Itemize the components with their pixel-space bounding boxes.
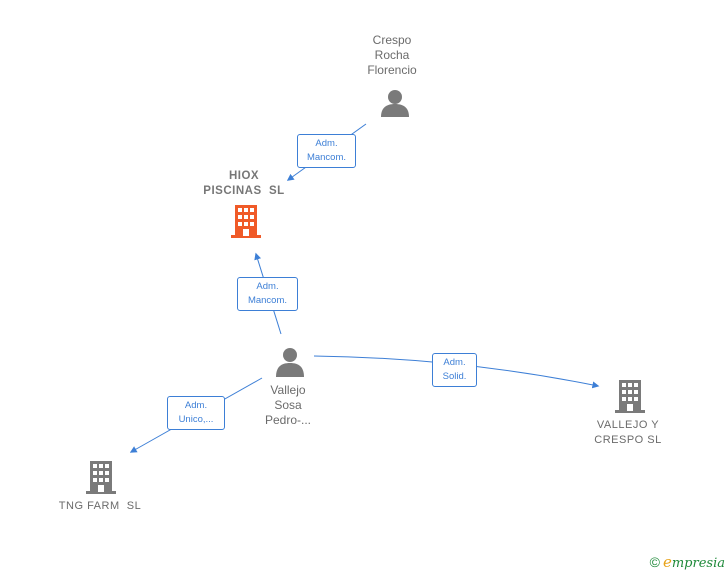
relation-line: Mancom. — [247, 295, 288, 306]
label-line: Crespo — [372, 33, 412, 47]
label-line: Rocha — [374, 48, 410, 62]
person-label-crespo[interactable]: Crespo Rocha Florencio — [352, 33, 432, 78]
building-icon[interactable] — [231, 205, 261, 238]
copyright-symbol: © — [649, 554, 660, 570]
label-line: VALLEJO Y — [596, 419, 660, 431]
relation-badge-vallejo-vallejoycrespo[interactable]: Adm. Solid. — [432, 353, 477, 387]
relation-badge-crespo-hiox[interactable]: Adm. Mancom. — [297, 134, 356, 168]
company-label-hiox[interactable]: HIOX PISCINAS SL — [186, 169, 302, 199]
relation-badge-vallejo-hiox[interactable]: Adm. Mancom. — [237, 277, 298, 311]
person-icon[interactable] — [276, 348, 304, 377]
label-line: CRESPO SL — [594, 434, 662, 446]
relation-line: Unico,... — [178, 414, 214, 425]
brand-logo: ©empresia — [650, 553, 725, 571]
company-label-tng-farm[interactable]: TNG FARM SL — [46, 499, 154, 514]
brand-name: mpresia — [671, 556, 725, 571]
label-line: Florencio — [367, 63, 417, 77]
label-line: TNG FARM SL — [58, 500, 142, 512]
relation-line: Adm. — [256, 281, 279, 292]
person-label-vallejo[interactable]: Vallejo Sosa Pedro-... — [248, 383, 328, 428]
building-icon[interactable] — [86, 461, 116, 494]
label-line: HIOX — [228, 170, 260, 182]
building-icon[interactable] — [615, 380, 645, 413]
label-line: PISCINAS SL — [203, 185, 285, 197]
relation-line: Mancom. — [306, 152, 347, 163]
relation-line: Solid. — [442, 371, 467, 382]
relation-line: Adm. — [443, 357, 466, 368]
label-line: Pedro-... — [264, 413, 312, 427]
label-line: Vallejo — [270, 383, 306, 397]
label-line: Sosa — [274, 398, 302, 412]
brand-initial: e — [662, 553, 672, 571]
company-label-vallejo-y-crespo[interactable]: VALLEJO Y CRESPO SL — [580, 418, 676, 448]
relation-line: Adm. — [315, 138, 338, 149]
relation-line: Adm. — [184, 400, 208, 411]
person-icon[interactable] — [381, 90, 409, 117]
relation-badge-vallejo-tng[interactable]: Adm. Unico,... — [167, 396, 225, 430]
